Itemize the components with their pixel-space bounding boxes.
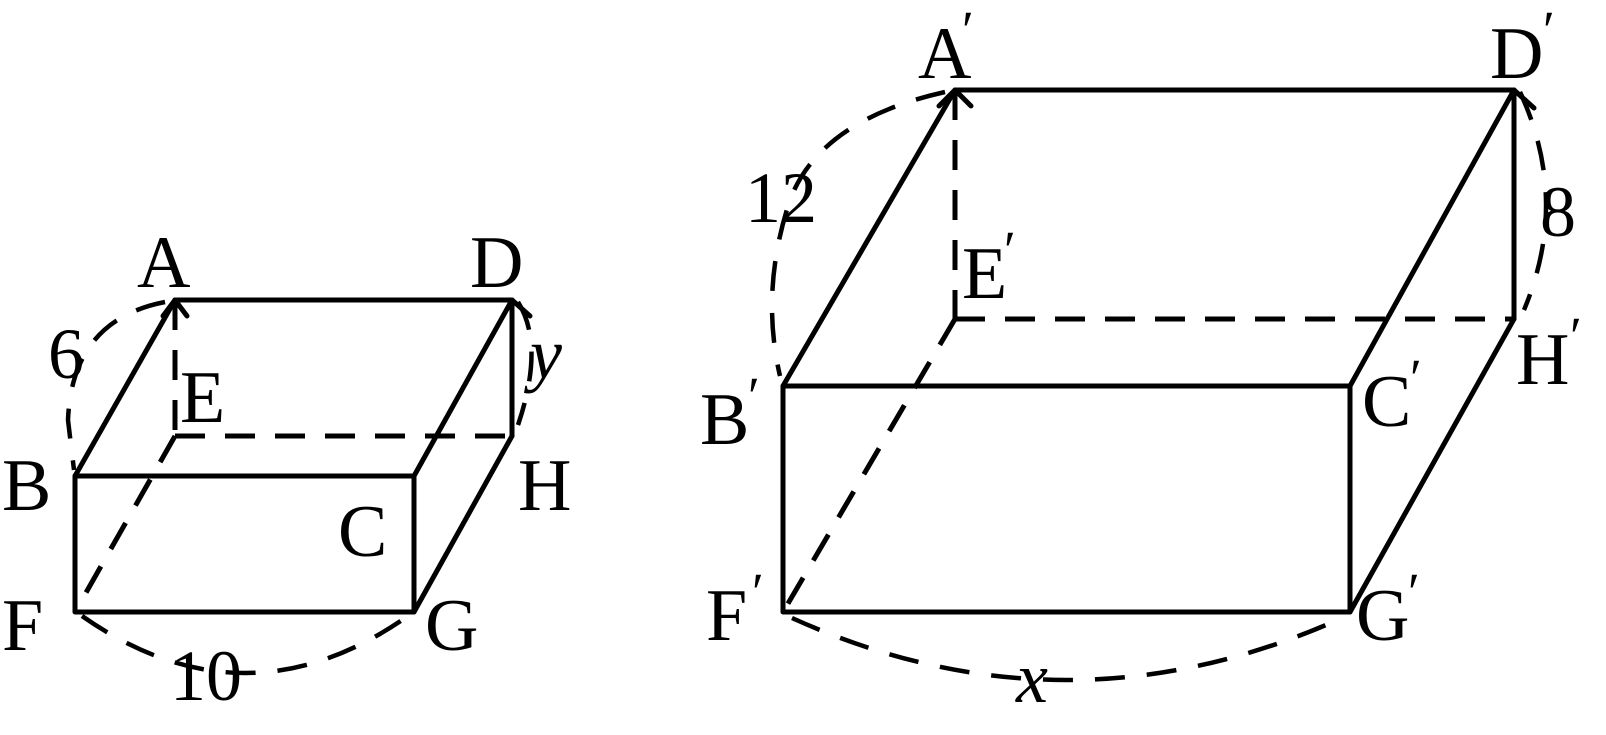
large-prime-G: ′	[1408, 562, 1420, 622]
large-arrowhead-A	[936, 87, 974, 109]
large-label-A: A	[918, 13, 971, 95]
large-label-B: B	[700, 379, 749, 461]
small-dimension-arc-6	[65, 299, 166, 471]
small-label-E: E	[180, 357, 225, 439]
small-label-C: C	[338, 491, 387, 573]
large-dimension-label-8: 8	[1540, 172, 1576, 252]
small-front-face-BCGF	[72, 473, 417, 615]
large-prime-B: ′	[748, 366, 760, 426]
large-label-E: E	[962, 233, 1007, 315]
large-dimension-arc-x	[791, 615, 1343, 683]
small-edge-AB	[72, 297, 178, 479]
large-dimension-arc-12	[769, 89, 946, 377]
small-label-A: A	[137, 222, 190, 304]
small-label-D: D	[470, 222, 523, 304]
small-edge-DC	[411, 297, 515, 479]
large-label-G: G	[1356, 575, 1409, 657]
large-edge-HG	[1347, 316, 1517, 615]
large-prime-A: ′	[962, 0, 974, 60]
large-dimension-label-x: x	[1015, 638, 1048, 718]
large-label-C: C	[1362, 361, 1411, 443]
large-prism: A ′ D ′ E ′ B ′ H ′ C ′ F ′ G ′ 12 8 x	[700, 0, 1582, 718]
large-prime-H: ′	[1570, 306, 1582, 366]
large-dimension-arc-8	[1517, 91, 1549, 311]
large-prime-E: ′	[1004, 220, 1016, 280]
small-edge-HG	[411, 433, 515, 615]
small-label-F: F	[2, 585, 43, 667]
small-dimension-label-y: y	[523, 314, 562, 394]
small-dimension-label-10: 10	[170, 636, 242, 716]
large-label-D: D	[1490, 13, 1543, 95]
small-prism: A D E B H C F G 6 y 10	[2, 222, 571, 716]
large-prime-F: ′	[752, 562, 764, 622]
small-label-B: B	[2, 445, 51, 527]
small-dimension-label-6: 6	[48, 314, 84, 394]
large-dimension-label-12: 12	[745, 158, 817, 238]
large-edge-EF	[780, 317, 958, 614]
large-prime-D: ′	[1543, 0, 1555, 60]
small-edge-EF	[72, 434, 178, 614]
small-label-H: H	[518, 445, 571, 527]
small-dimension-arc-y	[515, 300, 534, 426]
large-label-H: H	[1516, 319, 1569, 401]
large-edge-AB	[780, 87, 958, 389]
large-prime-C: ′	[1410, 348, 1422, 408]
small-arrowhead-A	[160, 297, 190, 319]
large-label-F: F	[706, 575, 747, 657]
small-dimension-arc-10	[80, 614, 410, 676]
large-front-face-BCGF	[780, 383, 1353, 615]
small-label-G: G	[425, 585, 478, 667]
large-edge-DC	[1347, 87, 1517, 389]
